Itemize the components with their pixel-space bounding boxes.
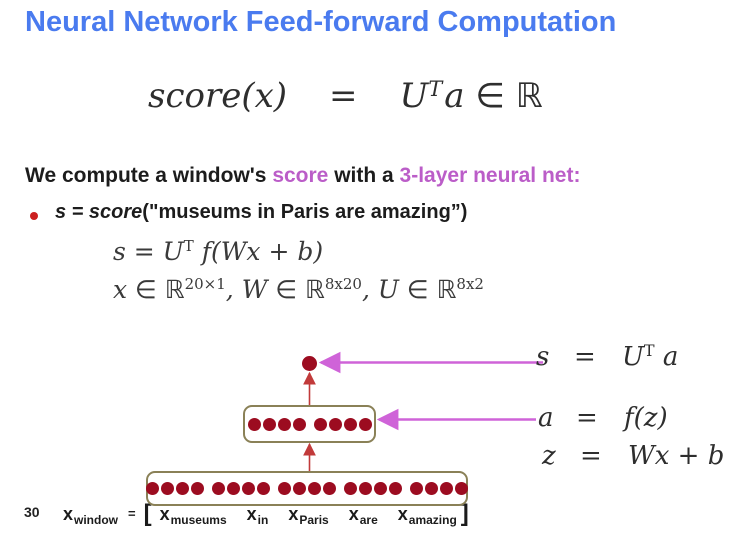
neuron-dot bbox=[277, 417, 291, 431]
word-vector-base: x bbox=[288, 504, 299, 524]
bullet-marker bbox=[30, 212, 38, 220]
neuron-dot bbox=[247, 417, 261, 431]
formula-in-reals: ∈ ℝ bbox=[464, 76, 543, 116]
neuron-dot bbox=[455, 482, 468, 495]
neuron-dot bbox=[344, 482, 357, 495]
neuron-dot bbox=[161, 482, 174, 495]
derivation-line1: s = UT f(Wx + b) bbox=[113, 237, 324, 266]
formula-lhs: score(x) bbox=[148, 76, 288, 116]
neuron-dot bbox=[146, 482, 159, 495]
intro-part2: with a bbox=[328, 164, 400, 187]
close-bracket: ] bbox=[460, 500, 469, 527]
window-equals: = bbox=[128, 506, 136, 521]
word-vector-base: x bbox=[246, 504, 257, 524]
neuron-dot bbox=[176, 482, 189, 495]
neuron-dot bbox=[292, 417, 306, 431]
neuron-group bbox=[212, 482, 270, 495]
neuron-dot bbox=[308, 482, 321, 495]
neuron-dot bbox=[323, 482, 336, 495]
neuron-dot bbox=[262, 417, 276, 431]
main-formula: score(x) = UTa ∈ ℝ bbox=[148, 76, 543, 116]
word-vector-subscript: museums bbox=[170, 513, 227, 527]
equation-a: a=f(z) bbox=[538, 403, 668, 433]
formula-transpose: T bbox=[428, 77, 443, 101]
word-vector-base: x bbox=[159, 504, 170, 524]
neuron-dot bbox=[358, 417, 372, 431]
bullet-example: s = score("museums in Paris are amazing”… bbox=[55, 201, 467, 224]
open-bracket: [ bbox=[143, 500, 152, 527]
neuron-dot bbox=[227, 482, 240, 495]
slide-title: Neural Network Feed-forward Computation bbox=[25, 6, 617, 38]
word-vector-subscript: Paris bbox=[299, 513, 329, 527]
neuron-group bbox=[278, 482, 336, 495]
neuron-group bbox=[344, 482, 402, 495]
bullet-lhs: s = score bbox=[55, 201, 143, 223]
neuron-dot bbox=[328, 417, 342, 431]
formula-a: a bbox=[444, 76, 465, 116]
neuron-dot bbox=[257, 482, 270, 495]
intro-score-word: score bbox=[272, 164, 329, 187]
neuron-dot bbox=[313, 417, 327, 431]
neuron-dot bbox=[440, 482, 453, 495]
intro-highlight: 3-layer neural net: bbox=[399, 164, 581, 187]
neuron-dot bbox=[374, 482, 387, 495]
word-vector-subscript: amazing bbox=[408, 513, 457, 527]
neuron-dot bbox=[293, 482, 306, 495]
neuron-dot bbox=[389, 482, 402, 495]
intro-sentence: We compute a window's score with a 3-lay… bbox=[25, 164, 580, 188]
derivation-line2: x ∈ ℝ20×1, W ∈ ℝ8x20, U ∈ ℝ8x2 bbox=[113, 275, 484, 304]
neuron-dot bbox=[343, 417, 357, 431]
neuron-group bbox=[410, 482, 468, 495]
formula-equals: = bbox=[329, 76, 358, 116]
neuron-dot bbox=[359, 482, 372, 495]
equation-s: s=UT a bbox=[536, 341, 679, 372]
derivation-block: s = UT f(Wx + b) x ∈ ℝ20×1, W ∈ ℝ8x20, U… bbox=[113, 237, 484, 313]
page-number: 30 bbox=[24, 504, 40, 520]
word-vector-base: x bbox=[397, 504, 408, 524]
bullet-rest: ("museums in Paris are amazing”) bbox=[142, 201, 468, 223]
neuron-dot bbox=[278, 482, 291, 495]
neuron-group bbox=[247, 417, 306, 431]
input-layer-box bbox=[146, 471, 468, 506]
equation-z: z=Wx + b bbox=[542, 441, 725, 471]
word-vector-subscript: in bbox=[257, 513, 269, 527]
neuron-dot bbox=[425, 482, 438, 495]
neuron-dot bbox=[410, 482, 423, 495]
word-vector-base: x bbox=[348, 504, 359, 524]
neuron-dot bbox=[191, 482, 204, 495]
hidden-layer-box bbox=[243, 405, 376, 443]
formula-u: U bbox=[399, 76, 429, 116]
neuron-group bbox=[146, 482, 204, 495]
neuron-group bbox=[313, 417, 372, 431]
word-vector-subscript: are bbox=[359, 513, 378, 527]
intro-part1: We compute a window's bbox=[25, 164, 273, 187]
output-node bbox=[302, 356, 317, 371]
neuron-dot bbox=[242, 482, 255, 495]
neuron-dot bbox=[212, 482, 225, 495]
